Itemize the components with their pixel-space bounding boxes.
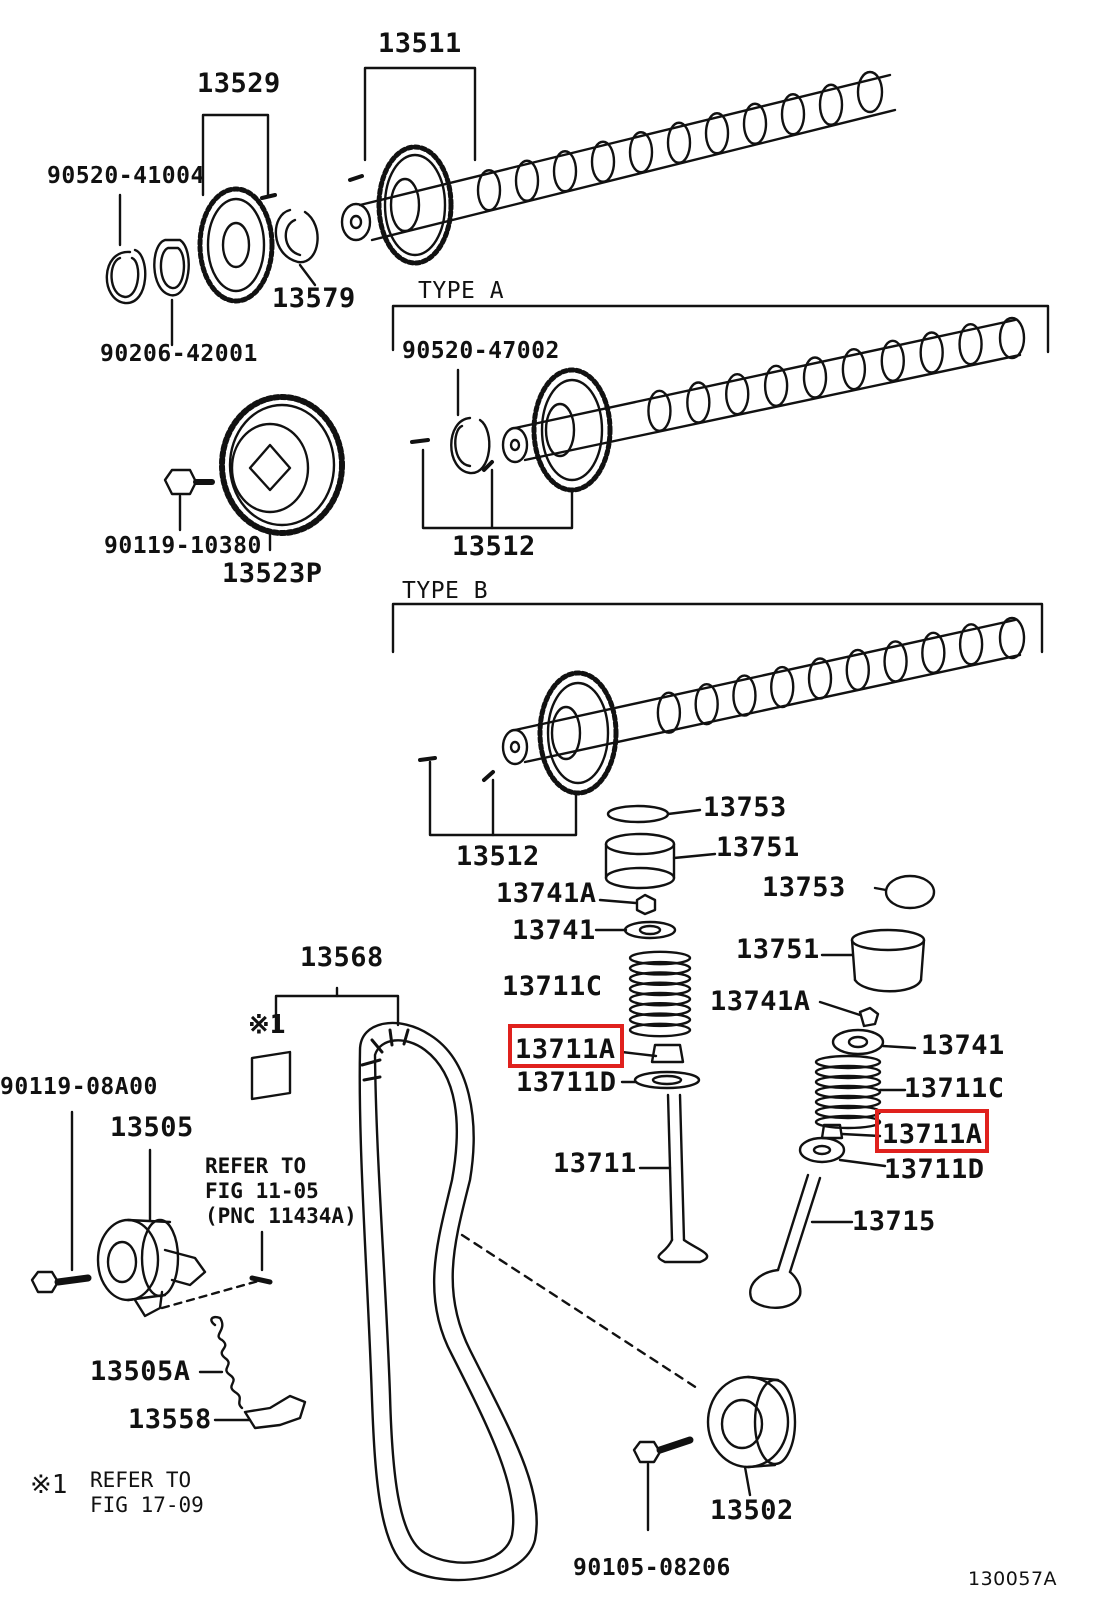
cam-lobe: [807, 657, 833, 700]
label-13512-type-b: 13512: [456, 841, 540, 872]
cam-lobe: [841, 347, 867, 391]
label-13579: 13579: [272, 283, 356, 314]
sprocket-13523p: [219, 394, 345, 536]
cam-lobe: [732, 674, 757, 717]
label-13741-right: 13741: [921, 1030, 1005, 1061]
cam-lobe: [686, 381, 711, 424]
label-90119-10380: 90119-10380: [104, 533, 262, 559]
label-13715: 13715: [852, 1206, 936, 1237]
label-90520-47002: 90520-47002: [402, 338, 560, 364]
cam-gear-type-b: [537, 670, 619, 796]
cam-lobe: [704, 112, 730, 155]
spring-coil: [814, 1074, 882, 1090]
label-13753-left: 13753: [703, 792, 787, 823]
label-90105-08206: 90105-08206: [573, 1555, 731, 1581]
label-90520-41004: 90520-41004: [47, 163, 205, 189]
label-13751-right: 13751: [736, 934, 820, 965]
camshaft-type-b: [501, 616, 1026, 766]
spring-coil: [814, 1084, 882, 1100]
spring-coil: [814, 1064, 882, 1080]
cam-lobe: [476, 169, 502, 212]
label-13511: 13511: [378, 28, 462, 59]
spring-coil: [628, 950, 692, 966]
tensioner-13505: [96, 1148, 207, 1318]
cam-lobe: [742, 102, 768, 145]
label-13523p: 13523P: [222, 558, 323, 589]
label-13711a-right: 13711A: [882, 1119, 983, 1150]
cam-lobe: [880, 339, 905, 383]
label-13741a-left: 13741A: [496, 878, 597, 909]
label-13529: 13529: [197, 68, 281, 99]
note-refer-fig-11-05: REFER TO FIG 11-05 (PNC 11434A): [205, 1154, 357, 1229]
note-mark-1-bottom: ※1: [30, 1470, 68, 1500]
highlight-13711a-left: [508, 1024, 624, 1068]
cam-lobe: [656, 691, 682, 734]
cam-lobe: [694, 682, 719, 726]
label-13711a-left: 13711A: [515, 1034, 616, 1065]
cam-lobe: [845, 648, 870, 692]
timing-belt: [358, 1021, 538, 1582]
cam-lobe: [725, 372, 750, 416]
spring-coil: [628, 991, 692, 1007]
camshaft-type-a: [501, 316, 1026, 464]
label-13711d-left: 13711D: [516, 1067, 617, 1098]
cam-lobe: [666, 121, 692, 164]
cam-lobe: [763, 364, 789, 408]
highlight-13711a-right: [875, 1109, 989, 1153]
spring-coil: [628, 960, 692, 976]
figure-code: 130057A: [968, 1568, 1058, 1590]
label-13753-right: 13753: [762, 872, 846, 903]
label-13505: 13505: [110, 1112, 194, 1143]
label-13711: 13711: [553, 1148, 637, 1179]
label-13502: 13502: [710, 1495, 794, 1526]
label-13512-type-a: 13512: [452, 531, 536, 562]
spring-coil: [628, 1012, 692, 1028]
label-13505a: 13505A: [90, 1356, 191, 1387]
note-refer-fig-17-09: REFER TO FIG 17-09: [90, 1468, 204, 1518]
spring-coil: [814, 1094, 882, 1110]
cam-lobe: [628, 131, 654, 174]
sprocket-13529: [197, 186, 275, 304]
label-13711c-left: 13711C: [502, 971, 603, 1002]
spring-coil: [814, 1114, 882, 1130]
spring-coil: [628, 981, 692, 997]
cam-lobe: [770, 665, 795, 709]
spring-coil: [814, 1054, 882, 1070]
label-13568: 13568: [300, 942, 384, 973]
spring-coil: [628, 1022, 692, 1038]
idler-13502: [706, 1375, 797, 1497]
cam-lobe: [921, 631, 946, 675]
cam-lobe: [514, 159, 540, 202]
label-type-b: TYPE B: [402, 578, 489, 604]
cam-lobe: [883, 640, 908, 683]
label-90206-42001: 90206-42001: [100, 341, 258, 367]
label-13741-left: 13741: [512, 915, 596, 946]
cam-lobe: [552, 150, 578, 193]
label-13741a-right: 13741A: [710, 986, 811, 1017]
camshaft-top: [340, 70, 897, 242]
spring-coil: [628, 971, 692, 986]
label-13711c-right: 13711C: [904, 1073, 1005, 1104]
label-type-a: TYPE A: [418, 278, 505, 304]
valve-assembly-left: [594, 804, 717, 1264]
cam-lobe: [647, 389, 672, 433]
label-13751-left: 13751: [716, 832, 800, 863]
cam-lobe: [818, 83, 844, 126]
cam-lobe: [780, 93, 806, 136]
cam-gear-type-a: [531, 367, 613, 493]
note-mark-1-top: ※1: [248, 1010, 286, 1040]
label-90119-08a00: 90119-08A00: [0, 1074, 158, 1100]
cam-lobe: [958, 623, 984, 666]
cam-gear-top: [376, 144, 454, 266]
cam-lobe: [919, 331, 944, 374]
cam-lobe: [958, 322, 983, 366]
label-13558: 13558: [128, 1404, 212, 1435]
valve-assembly-right: [749, 874, 936, 1309]
label-13711d-right: 13711D: [884, 1154, 985, 1185]
cam-lobe: [802, 356, 828, 399]
cam-lobe: [590, 140, 616, 183]
spring-coil: [628, 1002, 692, 1017]
